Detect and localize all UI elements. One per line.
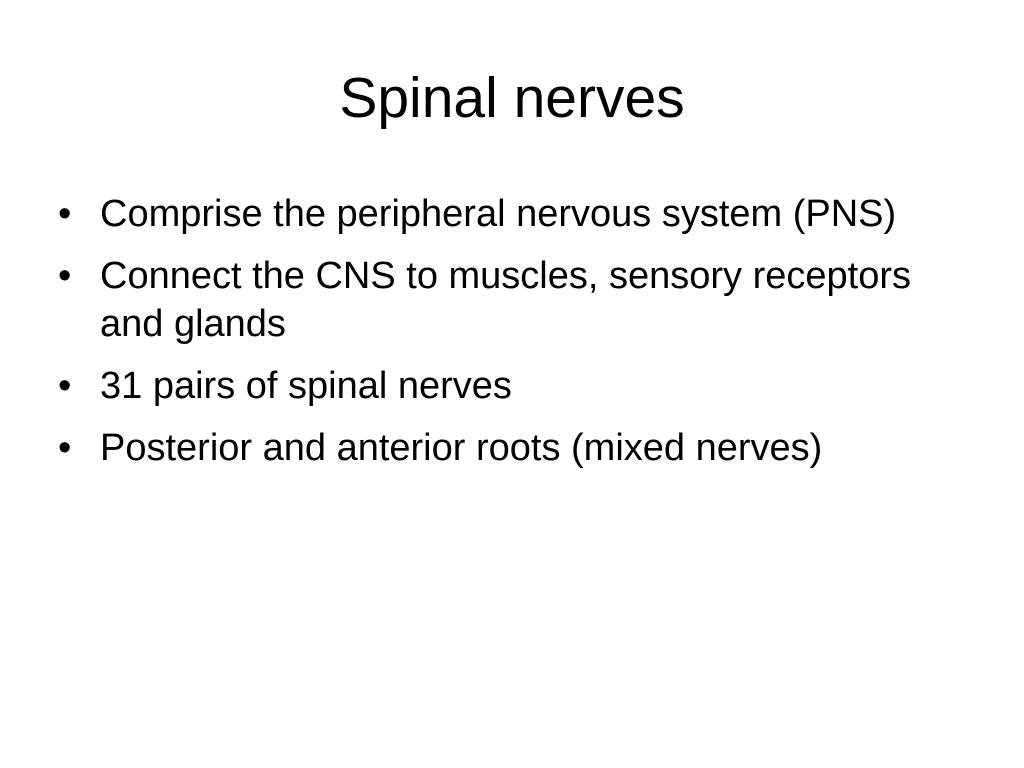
bullet-dot-icon: • <box>58 427 72 469</box>
bullet-dot-icon: • <box>58 193 72 235</box>
bullet-item: • 31 pairs of spinal nerves <box>58 362 958 410</box>
bullet-item: • Comprise the peripheral nervous system… <box>58 190 958 238</box>
bullet-item: • Connect the CNS to muscles, sensory re… <box>58 252 958 348</box>
bullet-text: Comprise the peripheral nervous system (… <box>100 193 897 235</box>
bullet-text: Posterior and anterior roots (mixed nerv… <box>100 427 823 469</box>
bullet-list: • Comprise the peripheral nervous system… <box>58 190 958 486</box>
bullet-dot-icon: • <box>58 255 72 297</box>
bullet-text: 31 pairs of spinal nerves <box>100 365 512 407</box>
bullet-text: Connect the CNS to muscles, sensory rece… <box>100 255 912 345</box>
slide-title: Spinal nerves <box>339 66 685 130</box>
bullet-item: • Posterior and anterior roots (mixed ne… <box>58 424 958 472</box>
bullet-dot-icon: • <box>58 365 72 407</box>
